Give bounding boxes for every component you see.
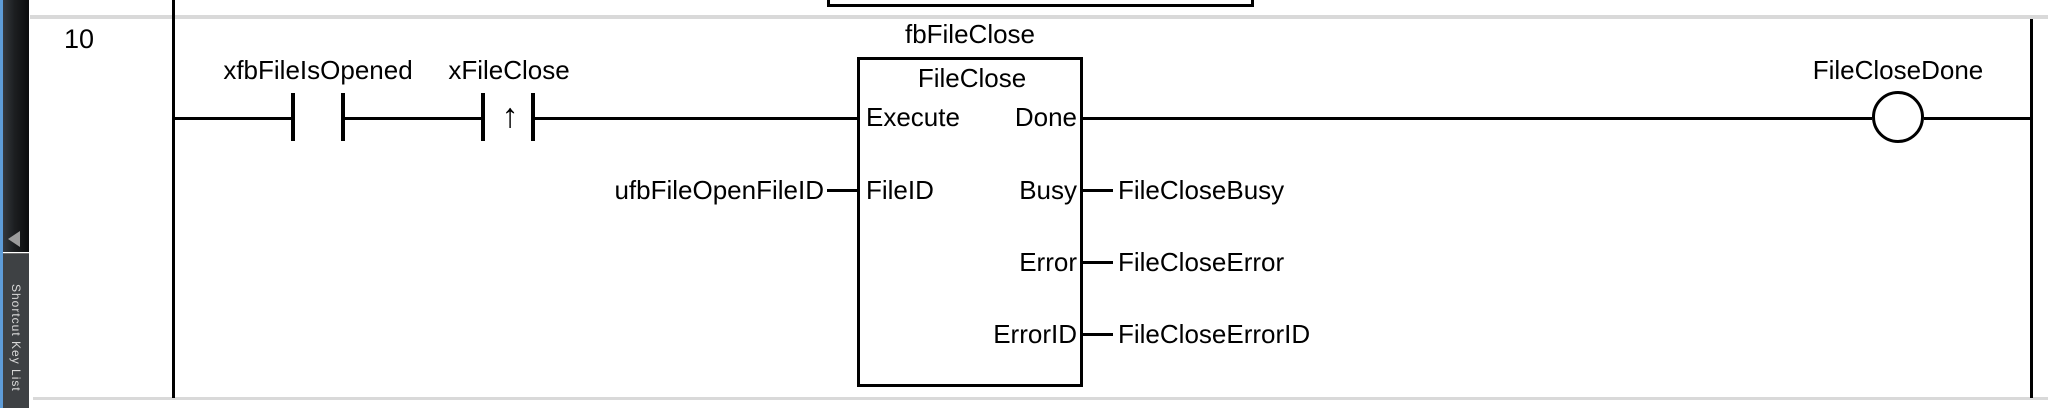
contact-label[interactable]: xfbFileIsOpened	[223, 55, 413, 85]
output-pin-busy: Busy	[1019, 175, 1077, 205]
contact-bar-right	[341, 93, 345, 141]
rising-edge-arrow-icon: ↑	[501, 97, 519, 135]
input-variable-fileid[interactable]: ufbFileOpenFileID	[614, 175, 824, 205]
contact-rising-edge[interactable]	[475, 90, 541, 144]
contact-bar-right	[531, 93, 535, 141]
wire-stub	[1083, 189, 1113, 192]
output-coil[interactable]	[1872, 91, 1924, 143]
sidebar-tab-shortcut-key-list[interactable]: Shortcut Key List	[3, 253, 29, 408]
contact-bar-left	[291, 93, 295, 141]
function-block[interactable]	[857, 57, 1083, 387]
collapse-left-triangle-icon[interactable]	[8, 231, 20, 247]
sidebar-accent-strip	[0, 0, 3, 408]
function-block-type-name: FileClose	[917, 63, 1027, 93]
coil-label[interactable]: FileCloseDone	[1812, 55, 1984, 85]
wire-segment	[1083, 117, 1872, 120]
wire-segment	[345, 117, 481, 120]
rung-separator-top	[30, 15, 2048, 19]
function-block-instance-name[interactable]: fbFileClose	[904, 19, 1036, 49]
contact-normally-open[interactable]	[285, 90, 351, 144]
right-power-rail	[2030, 19, 2033, 398]
output-variable-busy[interactable]: FileCloseBusy	[1118, 175, 1285, 205]
wire-stub	[1083, 261, 1113, 264]
previous-function-block-bottom-edge[interactable]	[827, 0, 1254, 7]
rung-number[interactable]: 10	[64, 24, 95, 54]
sidebar-panel	[3, 0, 29, 252]
wire-segment	[1924, 117, 2030, 120]
wire-segment	[172, 117, 295, 120]
output-pin-errorid: ErrorID	[993, 319, 1077, 349]
output-pin-done: Done	[1014, 102, 1077, 132]
wire-stub	[827, 189, 857, 192]
sidebar-tab-label: Shortcut Key List	[9, 284, 23, 392]
wire-segment	[535, 117, 857, 120]
input-pin-execute: Execute	[866, 102, 960, 132]
output-variable-errorid[interactable]: FileCloseErrorID	[1118, 319, 1311, 349]
output-pin-error: Error	[1019, 247, 1077, 277]
contact-bar-left	[481, 93, 485, 141]
rung-separator-bottom	[33, 397, 2048, 400]
output-variable-error[interactable]: FileCloseError	[1118, 247, 1285, 277]
left-power-rail	[172, 0, 175, 398]
wire-stub	[1083, 333, 1113, 336]
input-pin-fileid: FileID	[866, 175, 934, 205]
contact-label[interactable]: xFileClose	[448, 55, 570, 85]
